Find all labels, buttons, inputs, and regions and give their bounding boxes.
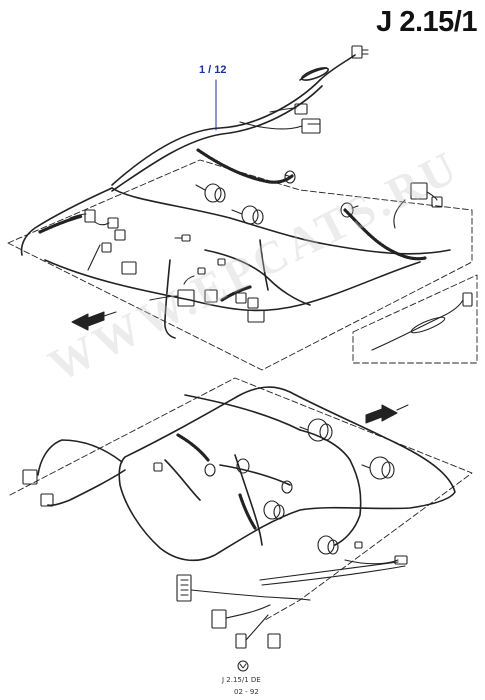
connector-top-right — [351, 45, 369, 59]
lamp-socket-upper-3 — [284, 170, 296, 184]
lamp-socket-lower-2 — [361, 456, 395, 480]
connector-lower-right — [259, 541, 408, 586]
connector-cluster-left — [69, 209, 137, 275]
upper-harness — [20, 54, 451, 339]
lamp-socket-right — [340, 202, 359, 218]
lamp-socket-lower-1 — [299, 418, 333, 442]
braided-sleeve — [38, 148, 427, 302]
braided-sleeve-lower — [176, 433, 257, 530]
part-callout[interactable]: 1 / 12 — [199, 64, 227, 76]
arrow-left-icon — [71, 311, 117, 331]
small-connectors-mid — [174, 234, 226, 275]
connector-right-upper — [393, 182, 443, 229]
lamp-socket-upper-2 — [231, 205, 264, 225]
arrow-right-icon — [365, 404, 409, 424]
connector-cluster-center — [149, 275, 265, 323]
page-title: J 2.15/1 — [376, 6, 477, 38]
ground-symbol-icon — [237, 660, 249, 672]
upper-floor-panel — [7, 159, 473, 371]
fuse-block-lower — [176, 574, 311, 649]
upper-sub-panel — [352, 274, 478, 364]
lamp-socket-lower-3 — [204, 458, 293, 494]
lower-floor-panel — [9, 377, 473, 621]
connector-lower-left — [22, 462, 163, 507]
lamp-socket-lower-4 — [263, 500, 339, 555]
drawing-date: 02 - 92 — [234, 688, 259, 696]
lower-harness — [37, 386, 456, 562]
connector-upper-mid — [239, 103, 321, 134]
drawing-code: J 2.15/1 DE — [222, 676, 261, 684]
connector-right-sub — [371, 292, 473, 351]
lamp-socket-upper-1 — [195, 183, 226, 203]
